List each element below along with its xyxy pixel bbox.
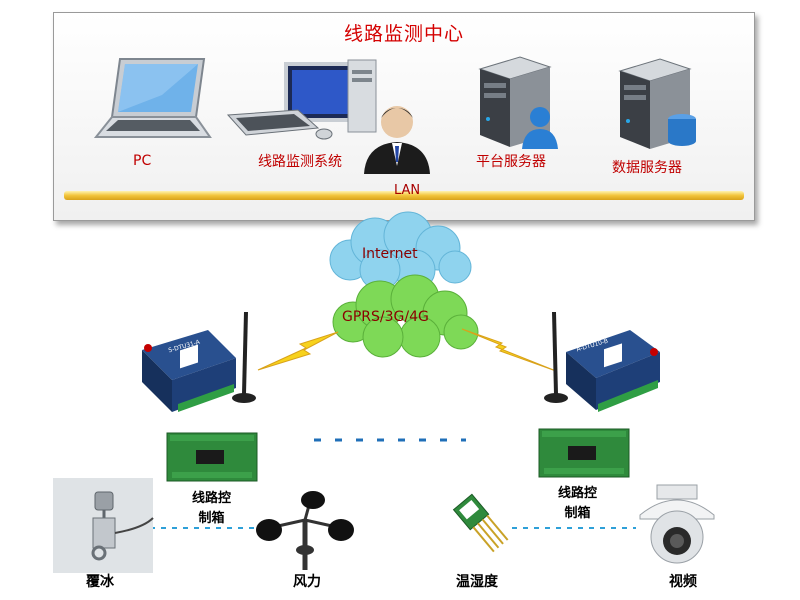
mobile-network-cloud-icon (332, 274, 479, 358)
sensor-label-ice: 覆冰 (86, 574, 114, 590)
sensor-label-wind: 风力 (293, 574, 321, 590)
node-label-platform-server: 平台服务器 (476, 154, 546, 170)
platform-server-icon (478, 56, 558, 149)
temp-humidity-sensor-icon (452, 493, 509, 553)
desktop-computer-icon (226, 59, 377, 140)
node-label-pc: PC (133, 153, 152, 169)
dtu-device-right (544, 311, 660, 412)
sensor-link-right-dashes (512, 527, 636, 529)
ice-sensor-icon (53, 478, 154, 573)
internet-label: Internet (362, 246, 418, 262)
anemometer-icon (256, 491, 354, 570)
mobile-network-label: GPRS/3G/4G (342, 309, 429, 325)
sensor-label-temp-humidity: 温湿度 (456, 574, 498, 590)
lan-label: LAN (394, 183, 421, 198)
control-box-right-label: 线路控 制箱 (558, 486, 598, 521)
node-label-monitoring-system: 线路监测系统 (258, 154, 342, 170)
internet-cloud-icon (329, 211, 472, 291)
control-box-left-label: 线路控 制箱 (192, 491, 232, 526)
lightning-left-icon (257, 331, 339, 371)
laptop-icon (93, 58, 212, 138)
sensor-link-left-dashes (150, 527, 268, 529)
video-camera-icon (639, 484, 715, 564)
lan-bar (64, 191, 744, 200)
node-label-data-server: 数据服务器 (612, 160, 682, 176)
data-server-icon (618, 58, 696, 149)
monitoring-center-title: 线路监测中心 (343, 23, 464, 45)
device-link-dashes (314, 438, 466, 442)
sensor-label-video: 视频 (669, 574, 697, 590)
control-board-right (538, 428, 630, 478)
control-board-left (166, 432, 258, 482)
dtu-device-left (142, 311, 256, 412)
operator-person-icon (364, 106, 430, 174)
